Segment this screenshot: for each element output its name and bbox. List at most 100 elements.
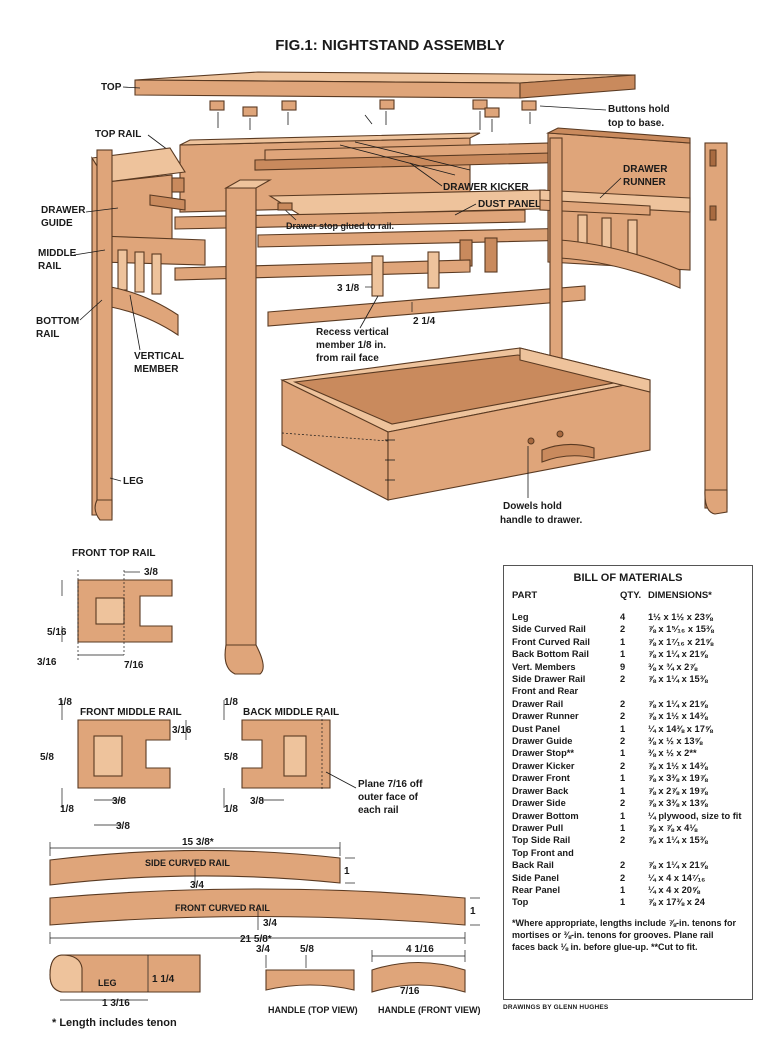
leg-profile xyxy=(49,954,201,1001)
bom-cell-dims: ⅜ x ½ x 2** xyxy=(648,748,697,759)
front-middle-rail-title: FRONT MIDDLE RAIL xyxy=(80,707,182,718)
bom-cell-qty: 1 xyxy=(620,884,626,895)
bom-cell-part: Front Curved Rail xyxy=(512,636,590,647)
bom-row: Drawer Front 1 ⅞ x 3⅜ x 19⅞ xyxy=(512,772,744,784)
side-curved-rail xyxy=(49,842,355,886)
handle-front-dim-1: 4 1/16 xyxy=(406,944,434,955)
bom-cell-qty: 1 xyxy=(620,748,626,759)
bom-cell-part: Drawer Kicker xyxy=(512,760,575,771)
bom-cell-part: Rear Panel xyxy=(512,884,561,895)
bom-note-line-2: mortises or ⅜-in. tenons for grooves. Pl… xyxy=(512,929,714,940)
bom-note-line-1: *Where appropriate, lengths include ⅞-in… xyxy=(512,917,737,928)
bom-cell-part: Vert. Members xyxy=(512,661,576,672)
front-top-rail-dim-2: 5/16 xyxy=(47,627,67,638)
label-buttons-2: top to base. xyxy=(608,118,664,129)
bom-cell-dims: ⅞ x 1¼ x 21⅝ xyxy=(648,649,708,660)
front-middle-rail-section xyxy=(61,700,187,826)
front-top-rail-title: FRONT TOP RAIL xyxy=(72,548,156,559)
front-middle-rail-dim-1: 1/8 xyxy=(58,697,72,708)
bom-cell-qty: 2 xyxy=(620,760,626,771)
label-top-rail: TOP RAIL xyxy=(95,129,141,140)
bom-header-dims: DIMENSIONS* xyxy=(648,590,712,601)
bom-cell-dims: ⅜ x ¾ x 2⅞ xyxy=(648,661,698,672)
front-middle-rail-dim-4: 1/8 xyxy=(60,804,74,815)
bom-cell-dims: ⅞ x 3⅜ x 19⅞ xyxy=(648,773,708,784)
back-middle-rail-plane-3: each rail xyxy=(358,805,399,816)
bom-cell-dims: ⅞ x ⅞ x 4⅛ xyxy=(648,822,698,833)
bom-cell-dims: ⅞ x 1½ x 14⅜ xyxy=(648,711,708,722)
bom-cell-dims: ⅞ x 17⅜ x 24 xyxy=(648,897,705,908)
front-top-rail-section xyxy=(61,570,173,660)
label-bottom-rail-2: RAIL xyxy=(36,329,59,340)
label-drawer-guide-2: GUIDE xyxy=(41,218,73,229)
bom-cell-part: Side Curved Rail xyxy=(512,624,586,635)
bom-cell-qty: 9 xyxy=(620,661,626,672)
front-leg xyxy=(223,179,273,675)
front-curved-rail-length: 21 5/8* xyxy=(240,934,272,945)
front-top-rail-dim-1: 3/8 xyxy=(144,567,158,578)
label-drawer-kicker: DRAWER KICKER xyxy=(443,182,529,193)
bom-cell-dims xyxy=(648,685,744,697)
label-drawer-stop: Drawer stop glued to rail. xyxy=(286,221,394,231)
bom-cell-part: Leg xyxy=(512,612,529,622)
label-middle-rail-2: RAIL xyxy=(38,261,61,272)
back-middle-rail-dim-1: 1/8 xyxy=(224,697,238,708)
drawer xyxy=(280,347,651,501)
bom-cell-qty: 1 xyxy=(620,785,626,796)
bom-cell-dims: ⅞ x 3⅜ x 13⅝ xyxy=(648,798,708,809)
bom-cell-qty: 2 xyxy=(620,798,626,809)
bom-cell-part: Drawer Bottom xyxy=(512,810,579,821)
bom-cell-part: Drawer Runner xyxy=(512,711,579,722)
label-vertical-member-1: VERTICAL xyxy=(134,351,184,362)
bom-cell-qty: 1 xyxy=(620,723,626,734)
side-curved-rail-rise: 3/4 xyxy=(190,880,204,891)
bom-cell-part: Top Front and xyxy=(512,847,574,858)
bom-cell-part: Drawer Guide xyxy=(512,736,573,747)
bom-cell-qty xyxy=(620,847,648,859)
front-middle-rail-dim-5: 3/8 xyxy=(112,796,126,807)
figure-title: FIG.1: NIGHTSTAND ASSEMBLY xyxy=(275,37,504,54)
bom-cell-dims: ⅞ x 1⁷⁄₁₆ x 21⅝ xyxy=(648,636,714,647)
bom-cell-part: Side Panel xyxy=(512,872,560,883)
label-dowels-2: handle to drawer. xyxy=(500,515,582,526)
front-curved-rail xyxy=(49,888,480,944)
left-side-assembly xyxy=(91,147,206,521)
leg-dim-1: 1 1/4 xyxy=(152,974,175,985)
bom-cell-part: Top xyxy=(512,897,529,908)
bom-cell-part: Side Drawer Rail xyxy=(512,674,586,685)
handle-top-view xyxy=(265,955,355,991)
bom-cell-qty: 1 xyxy=(620,773,626,784)
bom-row: Top Front and xyxy=(512,847,744,859)
bom-header: PART QTY. DIMENSIONS* xyxy=(512,590,744,601)
handle-top-label: HANDLE (TOP VIEW) xyxy=(268,1005,358,1015)
bom-cell-dims: ⅞ x 1¼ x 21⅝ xyxy=(648,698,708,709)
top-panel xyxy=(134,71,636,99)
bom-cell-dims: ⅞ x 1⁵⁄₁₆ x 15⅜ xyxy=(648,624,714,635)
bom-row: Drawer Side 2 ⅞ x 3⅜ x 13⅝ xyxy=(512,797,744,809)
handle-front-view xyxy=(371,950,466,993)
bom-cell-dims: ⅞ x 2⅞ x 19⅞ xyxy=(648,785,708,796)
bom-cell-part: Drawer Side xyxy=(512,798,566,809)
bom-cell-part: Drawer Back xyxy=(512,785,569,796)
bill-of-materials: BILL OF MATERIALS PART QTY. DIMENSIONS* … xyxy=(503,565,753,1000)
bom-header-part: PART xyxy=(512,590,538,601)
front-middle-rail-dim-2: 3/16 xyxy=(172,725,192,736)
bom-cell-part: Drawer Front xyxy=(512,773,570,784)
front-top-rail-dim-3: 3/16 xyxy=(37,657,57,668)
label-top: TOP xyxy=(101,82,122,93)
bom-cell-qty: 2 xyxy=(620,674,626,685)
bom-note: *Where appropriate, lengths include ⅞-in… xyxy=(512,917,744,953)
bom-row: Drawer Back 1 ⅞ x 2⅞ x 19⅞ xyxy=(512,785,744,797)
side-curved-rail-label: SIDE CURVED RAIL xyxy=(145,858,230,868)
bom-cell-dims: ⅞ x 1¼ x 21⅝ xyxy=(648,860,708,871)
